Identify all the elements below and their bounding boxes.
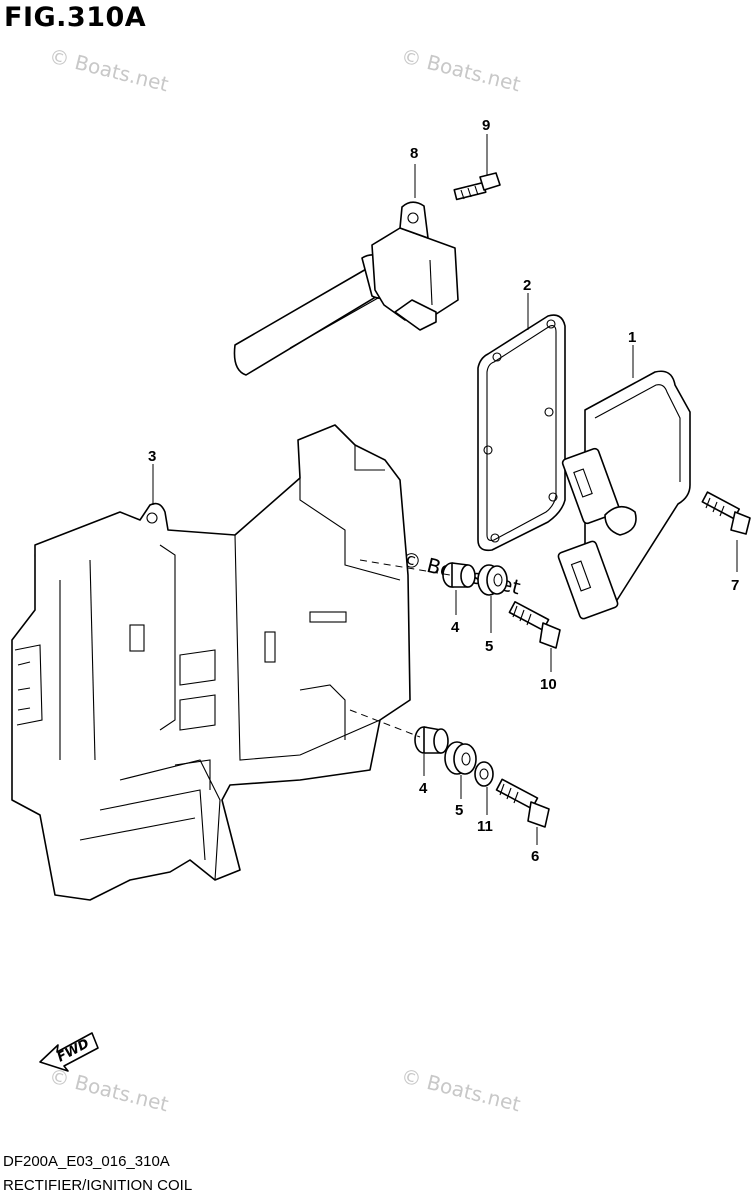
callout-5-lower: 5 (455, 802, 463, 819)
part-6-bolt (495, 778, 550, 828)
part-11-washer (474, 761, 494, 787)
part-8-ignition-coil (233, 201, 459, 376)
watermark-bottom-left: © Boats.net (47, 1064, 171, 1117)
watermark-top-left: © Boats.net (47, 44, 171, 97)
part-7-bolt (701, 491, 751, 535)
part-5-grommet-lower (444, 741, 477, 775)
diagram-caption: RECTIFIER/IGNITION COIL (3, 1177, 193, 1194)
fwd-arrow: FWD (39, 1032, 99, 1072)
part-1-rectifier (557, 370, 691, 620)
callout-1: 1 (628, 329, 636, 346)
diagram-code: DF200A_E03_016_310A (3, 1153, 170, 1170)
callout-8: 8 (410, 145, 418, 162)
part-4-collar-upper (442, 562, 476, 588)
callout-4-upper: 4 (451, 619, 460, 636)
part-5-grommet-upper (477, 564, 508, 596)
part-9-bolt (453, 172, 501, 201)
callout-4-lower: 4 (419, 780, 428, 797)
part-4-collar-lower (414, 726, 449, 754)
callout-9: 9 (482, 117, 490, 134)
alignment-line-upper (359, 559, 451, 576)
part-10-bolt (508, 600, 561, 649)
watermark-top-right: © Boats.net (399, 44, 523, 97)
part-2-gasket (477, 314, 566, 552)
watermark-bottom-right: © Boats.net (399, 1064, 523, 1117)
callout-3: 3 (148, 448, 156, 465)
callout-2: 2 (523, 277, 531, 294)
callout-6: 6 (531, 848, 539, 865)
callout-7: 7 (731, 577, 739, 594)
callout-11: 11 (477, 818, 493, 835)
alignment-line-lower (349, 709, 421, 738)
callout-5-upper: 5 (485, 638, 493, 655)
callout-10: 10 (540, 676, 557, 693)
figure-title: FIG.310A (4, 2, 147, 33)
part-3-bracket (11, 424, 411, 901)
